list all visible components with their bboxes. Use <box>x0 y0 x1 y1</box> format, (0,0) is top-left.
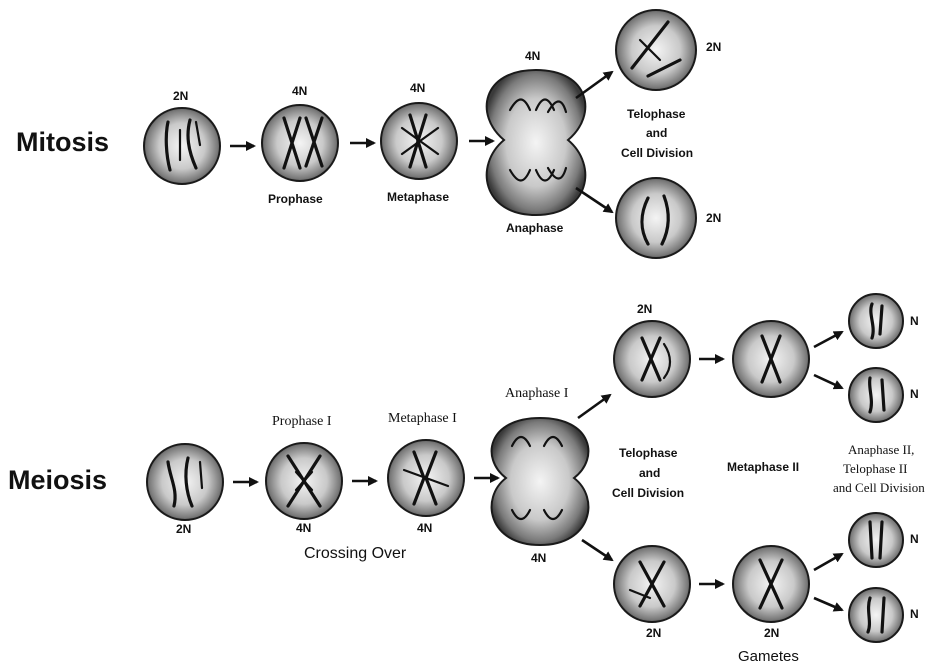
meiosis-title: Meiosis <box>8 465 108 495</box>
final-stage-label-2: Telophase II <box>843 461 908 476</box>
meiosis-cell-telophase-bottom <box>613 545 691 623</box>
meiosis-anaphase-i-ploidy: 4N <box>531 551 547 565</box>
final-stage-label-3: and Cell Division <box>833 480 925 495</box>
meiosis-telophase-label-3: Cell Division <box>612 486 685 500</box>
final-stage-label-1: Anaphase II, <box>848 442 915 457</box>
meiosis-prophase-i-ploidy: 4N <box>296 521 312 535</box>
metaphase-ii-label: Metaphase II <box>727 460 800 474</box>
meiosis-arrow-gamete-3 <box>813 552 844 572</box>
gamete-3-ploidy: N <box>910 532 919 546</box>
meiosis-arrow-up <box>577 393 612 420</box>
meiosis-arrow-gamete-4 <box>813 596 844 612</box>
gamete-1-ploidy: N <box>910 314 919 328</box>
mitosis-daughter-bottom <box>615 177 697 259</box>
gamete-2-ploidy: N <box>910 387 919 401</box>
mitosis-telophase-label-1: Telophase <box>627 107 686 121</box>
mitosis-daughter-top-ploidy: 2N <box>706 40 722 54</box>
mitosis-daughter-bottom-ploidy: 2N <box>706 211 722 225</box>
meiosis-cell-metaphase-ii-top <box>732 320 810 398</box>
meiosis-metaphase-i-label: Metaphase I <box>388 411 457 426</box>
mitosis-row <box>143 9 697 259</box>
meiosis-arrow-down <box>581 538 614 562</box>
mitosis-title: Mitosis <box>16 127 110 157</box>
meiosis-cell-metaphase-i <box>387 439 465 517</box>
mitosis-arrow-up <box>575 70 614 100</box>
meiosis-cell-metaphase-ii-bottom <box>732 545 810 623</box>
mitosis-telophase-label-2: and <box>646 126 668 140</box>
mitosis-telophase-label-3: Cell Division <box>621 146 694 160</box>
meiosis-meta2-bottom-ploidy: 2N <box>764 626 780 640</box>
meiosis-arrow-gamete-2 <box>813 373 844 390</box>
crossing-over-label: Crossing Over <box>304 545 407 562</box>
mitosis-daughter-top <box>615 9 697 91</box>
gamete-4-ploidy: N <box>910 607 919 621</box>
mitosis-prophase-label: Prophase <box>268 192 323 206</box>
mitosis-interphase-ploidy: 2N <box>173 89 189 103</box>
mitosis-anaphase-label: Anaphase <box>506 221 564 235</box>
meiosis-cell-prophase-i <box>265 442 343 520</box>
meiosis-cell-interphase <box>146 443 224 521</box>
meiosis-prophase-i-label: Prophase I <box>272 414 332 429</box>
mitosis-cell-metaphase <box>380 102 458 180</box>
meiosis-anaphase-i-label: Anaphase I <box>505 386 569 401</box>
gamete-cell-4 <box>848 587 904 643</box>
mitosis-anaphase-ploidy: 4N <box>525 49 541 63</box>
mitosis-metaphase-label: Metaphase <box>387 190 450 204</box>
meiosis-row <box>146 293 904 643</box>
gamete-cell-3 <box>848 512 904 568</box>
meiosis-telophase-label-1: Telophase <box>619 446 678 460</box>
meiosis-interphase-ploidy: 2N <box>176 522 192 536</box>
gamete-cell-1 <box>848 293 904 349</box>
mitosis-cell-interphase <box>143 107 221 185</box>
meiosis-top-cell-ploidy: 2N <box>637 302 653 316</box>
gametes-label: Gametes <box>738 648 799 665</box>
mitosis-arrow-down <box>575 186 614 214</box>
meiosis-arrow-gamete-1 <box>813 330 844 349</box>
gamete-cell-2 <box>848 367 904 423</box>
mitosis-cell-anaphase <box>485 68 587 217</box>
meiosis-telophase-label-2: and <box>639 466 661 480</box>
meiosis-bottom-cell-ploidy: 2N <box>646 626 662 640</box>
meiosis-cell-anaphase-i <box>490 416 590 547</box>
meiosis-metaphase-i-ploidy: 4N <box>417 521 433 535</box>
meiosis-cell-telophase-top <box>613 320 691 398</box>
mitosis-prophase-ploidy: 4N <box>292 84 308 98</box>
mitosis-cell-prophase <box>261 104 339 182</box>
mitosis-metaphase-ploidy: 4N <box>410 81 426 95</box>
